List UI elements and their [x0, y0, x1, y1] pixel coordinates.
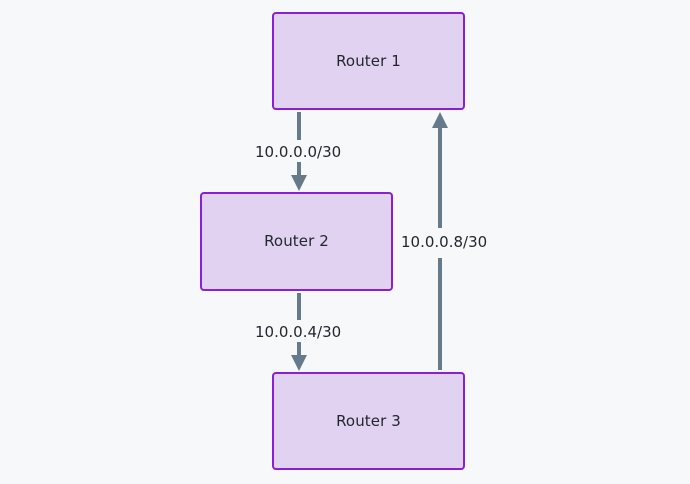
- edge-label-r1-r2: 10.0.0.0/30: [252, 143, 345, 162]
- node-router-2-label: Router 2: [264, 232, 329, 250]
- node-router-1[interactable]: Router 1: [272, 12, 465, 110]
- node-router-3-label: Router 3: [336, 411, 401, 430]
- edge-label-r2-r3: 10.0.0.4/30: [252, 323, 345, 342]
- node-router-2[interactable]: Router 2: [200, 192, 393, 291]
- edge-label-r3-r1: 10.0.0.8/30: [398, 233, 491, 252]
- node-router-1-label: Router 1: [336, 51, 401, 70]
- node-router-3[interactable]: Router 3: [272, 372, 465, 470]
